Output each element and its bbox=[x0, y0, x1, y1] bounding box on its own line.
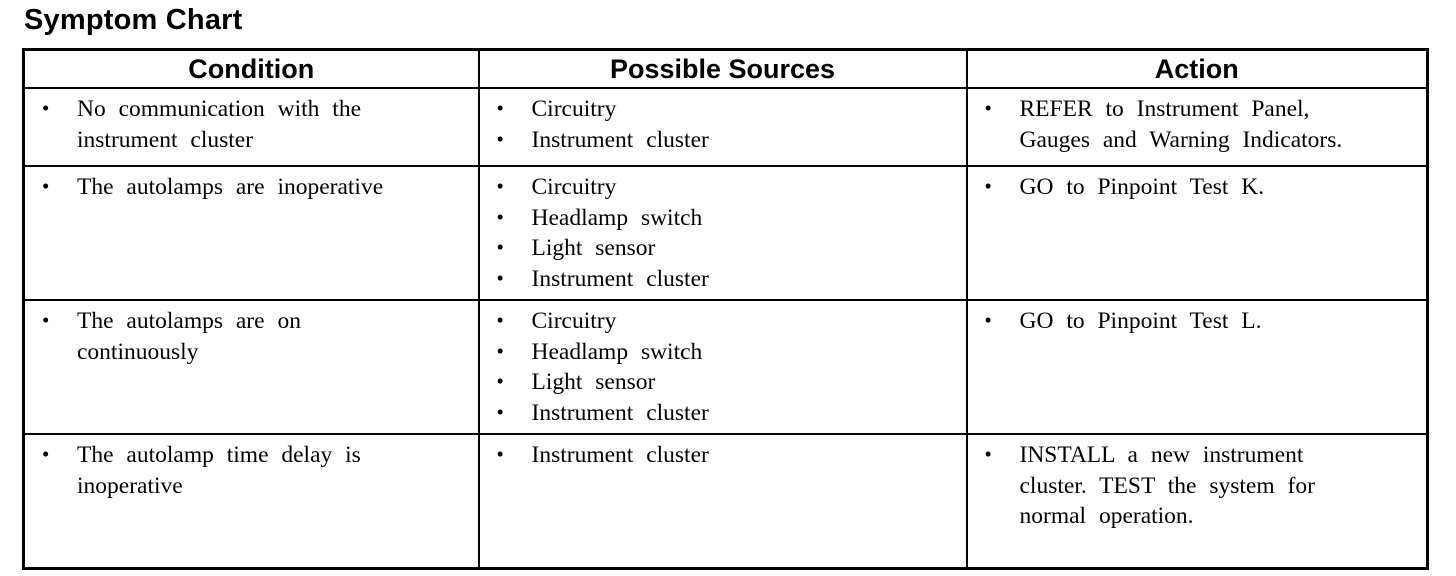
condition-cell: • No communication with the instrument cl… bbox=[22, 87, 480, 167]
action-text: GO to Pinpoint Test K. bbox=[1019, 174, 1265, 200]
condition-text: The autolamps are inoperative bbox=[77, 174, 384, 200]
bullet-list: • Circuitry • Headlamp switch • Light senso… bbox=[480, 172, 958, 294]
bullet-list: • GO to Pinpoint Test K. bbox=[968, 172, 1419, 203]
list-item: • GO to Pinpoint Test K. bbox=[968, 172, 1419, 203]
bullet-list: • GO to Pinpoint Test L. bbox=[968, 306, 1419, 337]
condition-text: The autolamps are on continuously bbox=[77, 308, 301, 365]
condition-cell: • The autolamp time delay is inoperative bbox=[22, 433, 480, 570]
bullet-list: • INSTALL a new instrument cluster. TEST … bbox=[968, 440, 1419, 532]
list-item: • Light sensor bbox=[480, 233, 958, 264]
bullet-icon: • bbox=[496, 126, 504, 151]
bullet-icon: • bbox=[496, 265, 504, 290]
source-text: Headlamp switch bbox=[531, 338, 703, 365]
possible-sources-cell: • Instrument cluster bbox=[477, 433, 968, 570]
condition-text: No communication with the instrument clu… bbox=[77, 96, 362, 153]
possible-sources-cell: • Circuitry • Instrument cluster bbox=[477, 87, 968, 167]
source-text: Instrument cluster bbox=[531, 442, 709, 468]
column-header-action: Action bbox=[965, 48, 1429, 89]
bullet-icon: • bbox=[984, 96, 992, 120]
bullet-list: • REFER to Instrument Panel, Gauges and W… bbox=[968, 94, 1419, 155]
list-item: • Instrument cluster bbox=[480, 398, 958, 429]
list-item: • Circuitry bbox=[480, 306, 958, 337]
bullet-icon: • bbox=[42, 174, 50, 198]
list-item: • INSTALL a new instrument cluster. TEST … bbox=[968, 440, 1419, 532]
list-item: • REFER to Instrument Panel, Gauges and W… bbox=[968, 94, 1419, 155]
bullet-icon: • bbox=[496, 308, 504, 332]
page-title: Symptom Chart bbox=[24, 4, 243, 36]
possible-sources-cell: • Circuitry • Headlamp switch • Light senso… bbox=[477, 299, 968, 435]
table-row: •The autolamp time delay is inoperative … bbox=[22, 433, 1429, 570]
list-item: • Headlamp switch bbox=[480, 203, 958, 234]
bullet-icon: • bbox=[42, 96, 50, 120]
bullet-icon: • bbox=[42, 442, 50, 466]
source-text: Circuitry bbox=[531, 308, 617, 334]
action-text: REFER to Instrument Panel, Gauges and Wa… bbox=[1019, 96, 1343, 153]
list-item: • The autolamps are on continuously bbox=[25, 306, 470, 367]
bullet-list: • The autolamps are inoperative bbox=[25, 172, 470, 203]
bullet-list: • Circuitry • Instrument cluster bbox=[480, 94, 958, 155]
bullet-list: • The autolamps are on continuously bbox=[25, 306, 470, 367]
bullet-icon: • bbox=[496, 369, 504, 393]
source-text: Instrument cluster bbox=[531, 399, 709, 426]
table-header-row: Condition Possible Sources Action bbox=[22, 48, 1429, 89]
bullet-icon: • bbox=[42, 308, 50, 332]
source-text: Circuitry bbox=[531, 174, 617, 200]
table-row: • The autolamps are inoperative • Circuitr… bbox=[22, 165, 1429, 301]
bullet-list: • Instrument cluster bbox=[480, 440, 958, 471]
list-item: • Instrument cluster bbox=[480, 440, 958, 471]
source-text: Light sensor bbox=[531, 235, 656, 261]
bullet-icon: • bbox=[496, 235, 504, 259]
action-text: GO to Pinpoint Test L. bbox=[1019, 308, 1262, 334]
list-item: • No communication with the instrument cl… bbox=[25, 94, 470, 155]
list-item: • Headlamp switch bbox=[480, 337, 958, 368]
bullet-icon: • bbox=[496, 96, 504, 120]
list-item: • Circuitry bbox=[480, 94, 958, 125]
bullet-icon: • bbox=[984, 308, 992, 332]
action-cell: • GO to Pinpoint Test K. bbox=[965, 165, 1429, 301]
bullet-list: • The autolamp time delay is inoperative bbox=[25, 440, 470, 501]
bullet-icon: • bbox=[496, 338, 504, 363]
bullet-icon: • bbox=[496, 204, 504, 229]
column-header-possible-sources: Possible Sources bbox=[477, 48, 968, 89]
bullet-icon: • bbox=[496, 399, 504, 424]
list-item: • Instrument cluster bbox=[480, 125, 958, 156]
bullet-icon: • bbox=[984, 174, 992, 198]
list-item: • Circuitry bbox=[480, 172, 958, 203]
action-cell: • REFER to Instrument Panel, Gauges and W… bbox=[965, 87, 1429, 167]
bullet-icon: • bbox=[496, 442, 504, 466]
condition-text: The autolamp time delay is inoperative bbox=[77, 442, 361, 499]
list-item: • The autolamp time delay is inoperative bbox=[25, 440, 470, 501]
action-cell: • GO to Pinpoint Test L. bbox=[965, 299, 1429, 435]
source-text: Instrument cluster bbox=[531, 265, 709, 292]
bullet-icon: • bbox=[984, 442, 992, 466]
bullet-list: • No communication with the instrument cl… bbox=[25, 94, 470, 155]
table-row: • The autolamps are on continuously • Circ… bbox=[22, 299, 1429, 435]
condition-cell: • The autolamps are inoperative bbox=[22, 165, 480, 301]
symptom-chart-table: Condition Possible Sources Action • No co… bbox=[22, 48, 1429, 570]
list-item: • GO to Pinpoint Test L. bbox=[968, 306, 1419, 337]
action-cell: • INSTALL a new instrument cluster. TEST … bbox=[965, 433, 1429, 570]
condition-cell: • The autolamps are on continuously bbox=[22, 299, 480, 435]
list-item: • Instrument cluster bbox=[480, 264, 958, 295]
source-text: Light sensor bbox=[531, 369, 656, 395]
source-text: Circuitry bbox=[531, 96, 617, 122]
action-text: INSTALL a new instrument cluster. TEST t… bbox=[1019, 442, 1315, 529]
bullet-icon: • bbox=[496, 174, 504, 198]
table-row: • No communication with the instrument cl… bbox=[22, 87, 1429, 167]
possible-sources-cell: • Circuitry • Headlamp switch • Light senso… bbox=[477, 165, 968, 301]
column-header-condition: Condition bbox=[22, 48, 480, 89]
list-item: • The autolamps are inoperative bbox=[25, 172, 470, 203]
list-item: • Light sensor bbox=[480, 367, 958, 398]
source-text: Instrument cluster bbox=[531, 126, 709, 153]
source-text: Headlamp switch bbox=[531, 204, 703, 231]
bullet-list: • Circuitry • Headlamp switch • Light senso… bbox=[480, 306, 958, 428]
